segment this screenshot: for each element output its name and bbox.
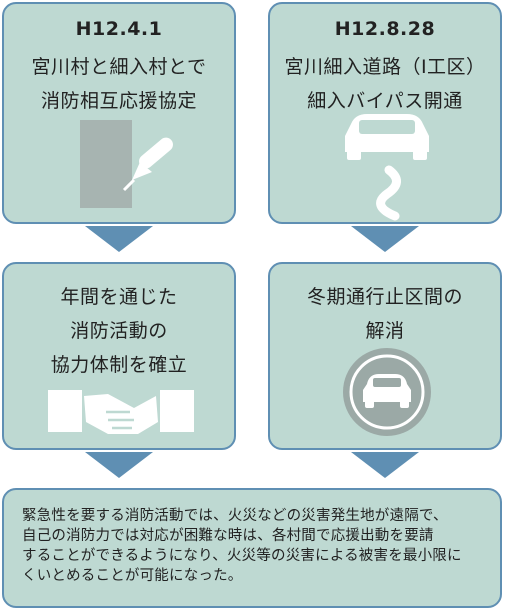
summary-line: 自己の消防力では対応が困難な時は、各村間で応援出動を要請 [22, 528, 434, 544]
handshake-icon [48, 390, 194, 434]
summary-line: くいとめることが可能になった。 [22, 568, 243, 584]
document-pen-icon [80, 120, 173, 208]
box-text-line: 冬期通行止区間の [306, 286, 463, 308]
box-text-line: 宮川村と細入村とで [31, 56, 207, 78]
box-bottom: 緊急性を要する消防活動では、火災などの災害発生地が遠隔で、 自己の消防力では対応… [2, 488, 502, 608]
car-circle-icon [343, 348, 431, 436]
date-label: H12.4.1 [75, 18, 163, 40]
down-arrow [351, 452, 419, 478]
box-mid-right: 冬期通行止区間の 解消 [268, 262, 502, 450]
down-arrow [85, 226, 153, 252]
box-text-line: 消防活動の [70, 320, 168, 342]
box-top-right: H12.8.28 宮川細入道路（Ⅰ工区） 細入バイパス開通 [268, 2, 502, 224]
summary-line: することができるようになり、火災等の災害による被害を最小限に [22, 548, 462, 564]
down-arrow [351, 226, 419, 252]
summary-text: 緊急性を要する消防活動では、火災などの災害発生地が遠隔で、 自己の消防力では対応… [22, 506, 490, 586]
box-top-left: H12.4.1 宮川村と細入村とで 消防相互応援協定 [2, 2, 236, 224]
summary-line: 緊急性を要する消防活動では、火災などの災害発生地が遠隔で、 [22, 508, 448, 524]
box-mid-left: 年間を通じた 消防活動の 協力体制を確立 [2, 262, 236, 450]
box-text-line: 宮川細入道路（Ⅰ工区） [284, 56, 486, 78]
box-text-line: 協力体制を確立 [50, 354, 188, 376]
box-text-line: 細入バイパス開通 [307, 90, 463, 112]
down-arrow [85, 452, 153, 478]
date-label: H12.8.28 [334, 18, 436, 40]
box-text-line: 消防相互応援協定 [40, 90, 197, 112]
car-on-winding-road-icon [345, 114, 429, 221]
box-text-line: 年間を通じた [60, 286, 178, 308]
box-text-line: 解消 [365, 320, 405, 342]
